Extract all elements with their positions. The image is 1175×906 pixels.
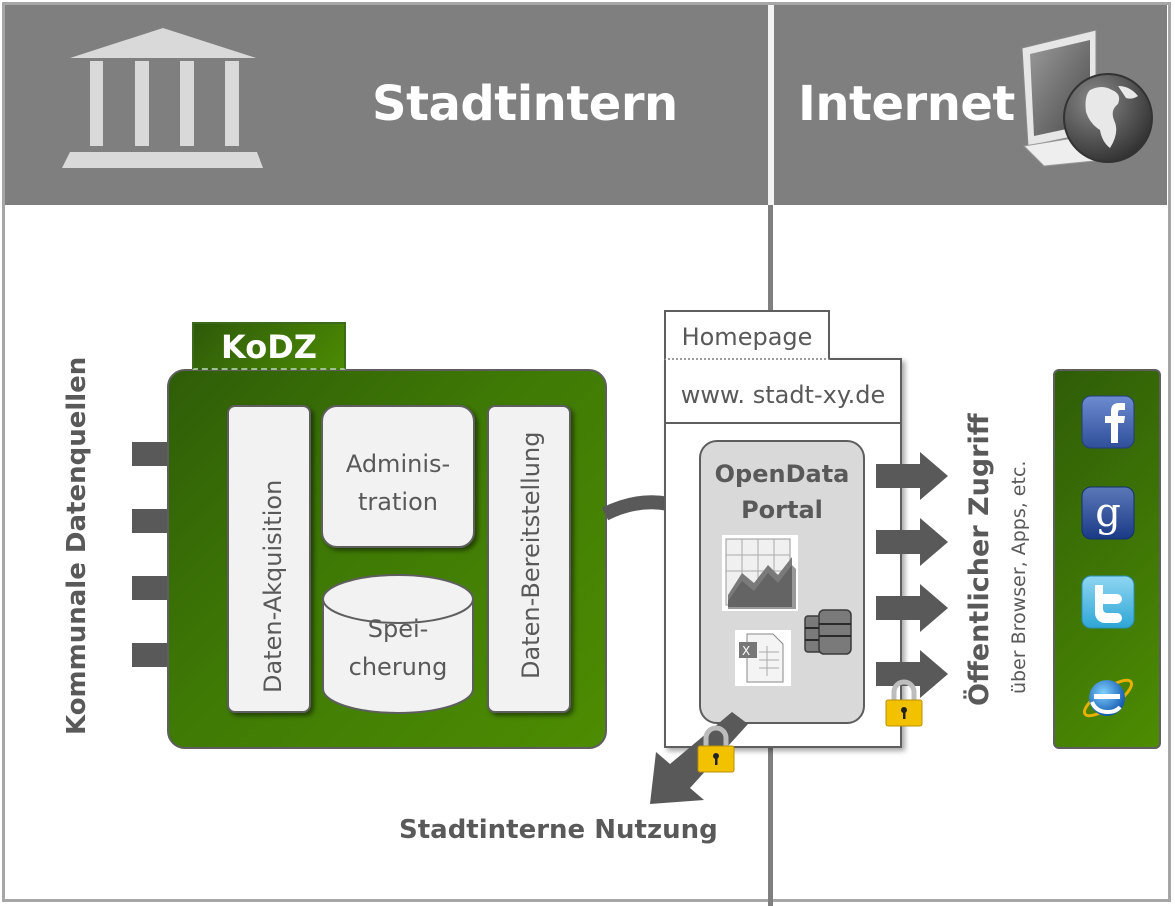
stadtinterne-nutzung-label: Stadtinterne Nutzung — [399, 815, 718, 845]
oeffentlicher-zugriff-subtitle: über Browser, Apps, etc. — [1008, 460, 1030, 694]
kodz-tab: KoDZ — [192, 322, 346, 370]
opendata-portal-title: OpenData Portal — [699, 456, 865, 528]
header-title-internet: Internet — [798, 76, 1015, 132]
computer-globe-icon — [1021, 29, 1153, 167]
google-icon[interactable]: g — [1081, 486, 1135, 540]
module-administration[interactable]: Adminis- tration — [321, 405, 475, 548]
chart-spreadsheet-icon — [722, 535, 798, 611]
database-icon — [804, 609, 852, 655]
lock-icon-public — [885, 679, 923, 727]
svg-text:X: X — [742, 644, 750, 658]
facebook-icon[interactable] — [1081, 395, 1135, 449]
output-arrow — [876, 452, 948, 500]
module-speicherung-line1: Spei- — [367, 615, 429, 643]
svg-text:g: g — [1095, 490, 1121, 536]
excel-file-icon: X — [735, 630, 791, 686]
module-administration-line1: Adminis- — [345, 450, 451, 478]
module-speicherung-line2: cherung — [348, 653, 448, 681]
output-arrow — [876, 518, 948, 566]
output-arrows — [876, 452, 948, 698]
module-daten-akquisition-label: Daten-Akquisition — [259, 479, 287, 693]
module-speicherung-cylinder[interactable] — [320, 571, 480, 719]
homepage-url[interactable]: www. stadt-xy.de — [664, 360, 902, 424]
kommunale-datenquellen-label: Kommunale Datenquellen — [62, 356, 92, 735]
header-title-stadtintern: Stadtintern — [372, 76, 678, 132]
government-building-icon — [62, 28, 263, 168]
module-daten-akquisition[interactable]: Daten-Akquisition — [227, 405, 311, 713]
internet-explorer-icon[interactable] — [1078, 670, 1136, 724]
module-speicherung-label: Spei- cherung — [321, 610, 475, 686]
portal-title-line2: Portal — [741, 496, 823, 524]
twitter-icon[interactable] — [1081, 575, 1135, 629]
module-daten-bereitstellung[interactable]: Daten-Bereitstellung — [487, 405, 571, 713]
module-administration-line2: tration — [358, 488, 438, 516]
portal-title-line1: OpenData — [714, 460, 850, 488]
module-daten-bereitstellung-label: Daten-Bereitstellung — [517, 431, 545, 679]
homepage-tab[interactable]: Homepage — [664, 310, 830, 360]
output-arrow — [876, 584, 948, 632]
header-divider — [768, 5, 774, 205]
oeffentlicher-zugriff-label: Öffentlicher Zugriff — [964, 413, 995, 706]
lock-icon-internal — [697, 725, 735, 773]
